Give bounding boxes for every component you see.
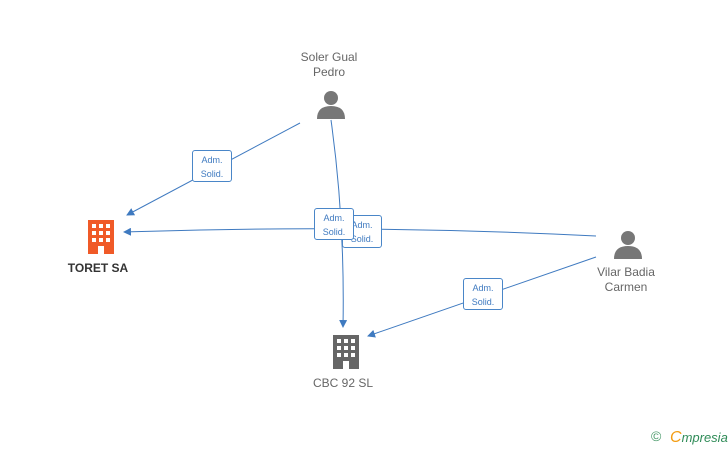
edge-label-type: Solid.	[350, 234, 374, 244]
person-name-line2: Pedro	[312, 65, 346, 79]
edge-label: Adm. Solid.	[463, 278, 503, 310]
person-name-line1: Vilar Badia	[597, 265, 655, 279]
brand-logo[interactable]: Cmpresia	[670, 429, 728, 447]
company-name-cbc[interactable]: CBC 92 SL	[312, 376, 374, 390]
edge-label: Adm. Solid.	[192, 150, 232, 182]
person-icon	[614, 231, 642, 259]
building-icon	[333, 335, 359, 369]
brand-logo-text: mpresia	[681, 430, 728, 445]
edge-label: Adm. Solid.	[314, 208, 354, 240]
edge-label-type: Solid.	[471, 297, 495, 307]
edge-label-role: Adm.	[351, 220, 373, 230]
edge-label-type: Solid.	[200, 169, 224, 179]
building-icon	[88, 220, 114, 254]
person-name-soler[interactable]: Soler Gual Pedro	[279, 50, 379, 80]
copyright-icon: ©	[651, 428, 662, 444]
person-name-line2: Carmen	[604, 280, 648, 294]
company-name-toret[interactable]: TORET SA	[67, 261, 129, 275]
person-name-line1: Soler Gual	[300, 50, 358, 64]
brand-logo-initial: C	[670, 429, 682, 446]
edge-label-type: Solid.	[322, 227, 346, 237]
edge-label-role: Adm.	[323, 213, 345, 223]
person-name-vilar[interactable]: Vilar Badia Carmen	[578, 265, 674, 295]
person-icon	[317, 91, 345, 119]
edge-label-role: Adm.	[201, 155, 223, 165]
edge-label-role: Adm.	[472, 283, 494, 293]
